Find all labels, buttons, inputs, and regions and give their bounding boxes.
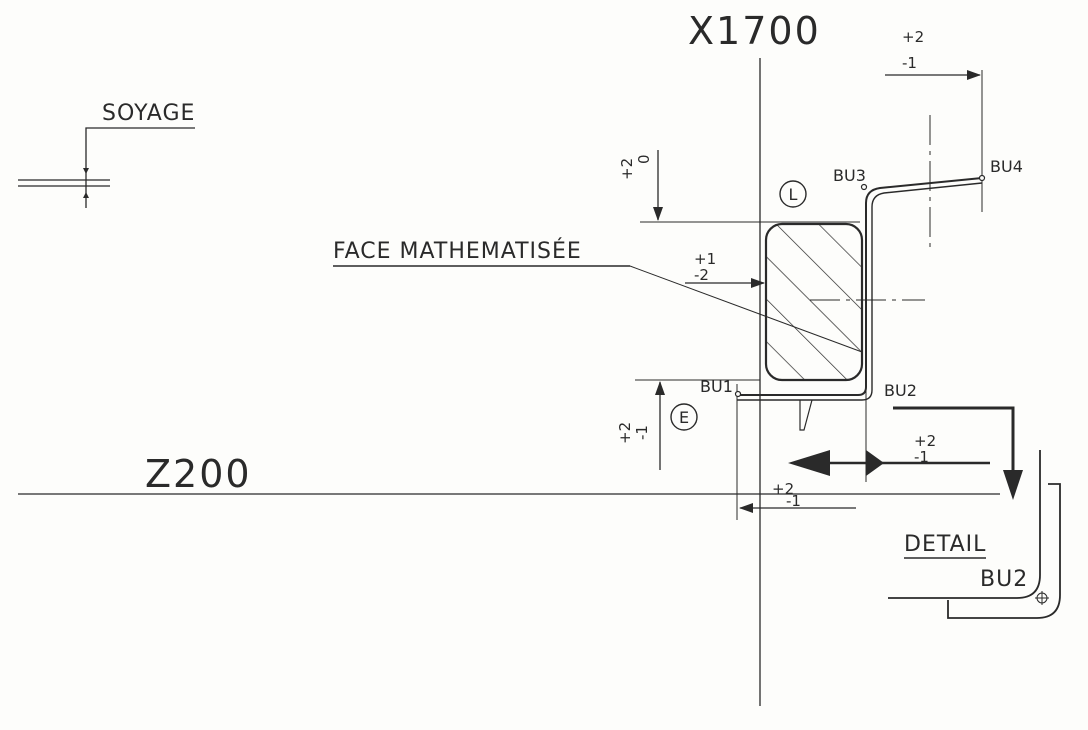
tol-face-plus: +1 <box>694 250 716 268</box>
detail-view: DETAIL BU2 <box>888 450 1061 619</box>
x1700-label: X1700 <box>688 9 821 53</box>
soyage-symbol: SOYAGE <box>18 101 195 208</box>
tolerances: +2 -1 +2 0 +1 -2 +2 -1 +2 -1 +2 -1 <box>616 28 936 510</box>
bu2-label: BU2 <box>884 381 917 400</box>
circle-e-label: E <box>679 408 689 427</box>
dimension-arrows <box>653 70 1023 513</box>
tol-right-mid-plus: +2 <box>914 432 936 450</box>
soyage-label: SOYAGE <box>102 101 195 126</box>
face-callout: FACE MATHEMATISÉE <box>333 238 863 353</box>
detail-label: DETAIL <box>904 532 986 557</box>
circle-l-marker: L <box>779 180 807 208</box>
z200-label: Z200 <box>145 452 252 496</box>
axis-lines <box>18 58 1000 706</box>
circle-l-label: L <box>789 185 798 204</box>
tol-left-bottom-minus: -1 <box>633 425 651 440</box>
hatched-section <box>764 222 864 382</box>
tol-bottom-plus: +2 <box>772 480 794 498</box>
bu1-label: BU1 <box>700 377 733 396</box>
tol-right-mid-minus: -1 <box>914 448 929 466</box>
face-label: FACE MATHEMATISÉE <box>333 238 582 264</box>
circle-e-marker: E <box>670 403 698 431</box>
tol-face-minus: -2 <box>694 266 709 284</box>
bu4-label: BU4 <box>990 157 1023 176</box>
tol-left-top-plus: +2 <box>618 158 636 180</box>
tol-top-right-plus: +2 <box>902 28 924 46</box>
tol-left-bottom-plus: +2 <box>616 422 634 444</box>
sheet-profile <box>734 174 986 431</box>
tol-bottom-minus: -1 <box>786 492 801 510</box>
tol-left-top-minus: 0 <box>635 154 653 164</box>
tol-top-right-minus: -1 <box>902 54 917 72</box>
bu3-label: BU3 <box>833 166 866 185</box>
detail-bu2-label: BU2 <box>980 567 1028 592</box>
